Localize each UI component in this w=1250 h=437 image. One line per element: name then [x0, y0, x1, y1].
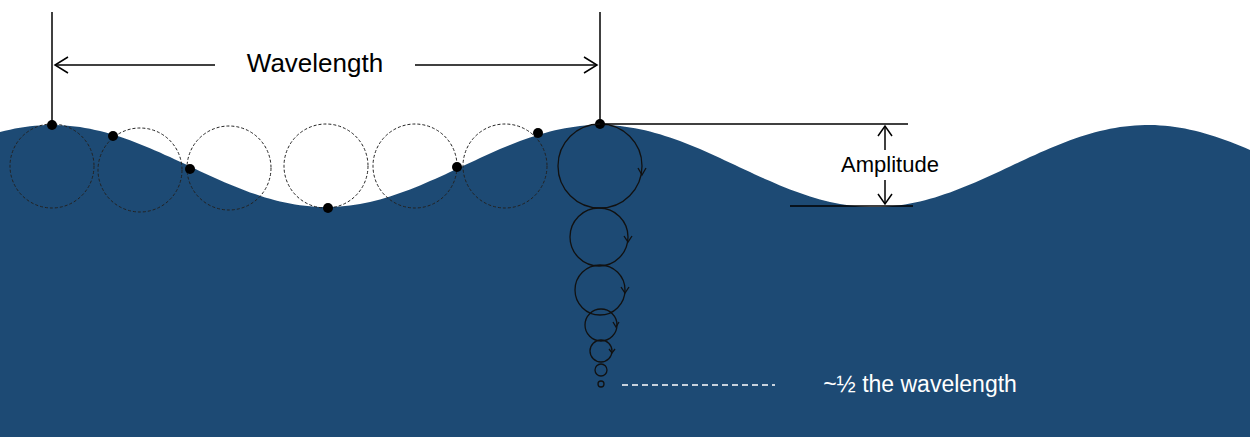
orbit-circle	[98, 128, 182, 212]
extension-line	[599, 12, 601, 121]
orbit-circle	[598, 381, 604, 387]
particle-dot	[108, 131, 118, 141]
dimension-line	[415, 64, 597, 66]
extension-line	[790, 205, 913, 207]
depth-marker-line	[622, 384, 775, 386]
orbit-circle	[10, 124, 94, 208]
arrowhead	[878, 126, 892, 136]
orbit-arrowhead	[609, 349, 615, 353]
dimension-line	[55, 64, 215, 66]
orbit-paths	[10, 124, 547, 212]
orbit-circle	[284, 124, 368, 208]
orbit-circle	[187, 126, 271, 210]
dimension-label: Wavelength	[243, 49, 387, 79]
wavelength-dimension	[52, 12, 600, 122]
dimension-line	[884, 126, 886, 150]
orbit-circle	[570, 208, 628, 266]
orbit-depth-column	[558, 124, 646, 387]
orbit-circle	[575, 265, 625, 315]
dimension-label: Amplitude	[837, 152, 943, 177]
water-particles	[47, 119, 605, 213]
orbit-circle	[595, 364, 607, 376]
particle-dot	[452, 162, 462, 172]
orbit-arrowhead	[613, 322, 619, 327]
orbit-circle	[373, 124, 457, 208]
orbit-arrowhead	[621, 287, 629, 293]
arrowhead	[55, 57, 68, 73]
arrowhead	[878, 194, 892, 204]
extension-line	[600, 123, 908, 125]
orbit-arrowhead	[638, 168, 646, 175]
orbit-circle	[558, 124, 642, 208]
extension-line	[51, 12, 53, 122]
orbit-circle	[585, 309, 617, 341]
orbit-circle	[590, 340, 612, 362]
depth-label: ~½ the wavelength	[819, 371, 1021, 397]
water-body	[0, 125, 1250, 437]
orbit-arrowhead	[624, 236, 632, 242]
particle-dot	[185, 164, 195, 174]
dimension-line	[884, 180, 886, 204]
particle-dot	[323, 203, 333, 213]
particle-dot	[533, 128, 543, 138]
orbit-circle	[463, 124, 547, 208]
arrowhead	[584, 57, 597, 73]
